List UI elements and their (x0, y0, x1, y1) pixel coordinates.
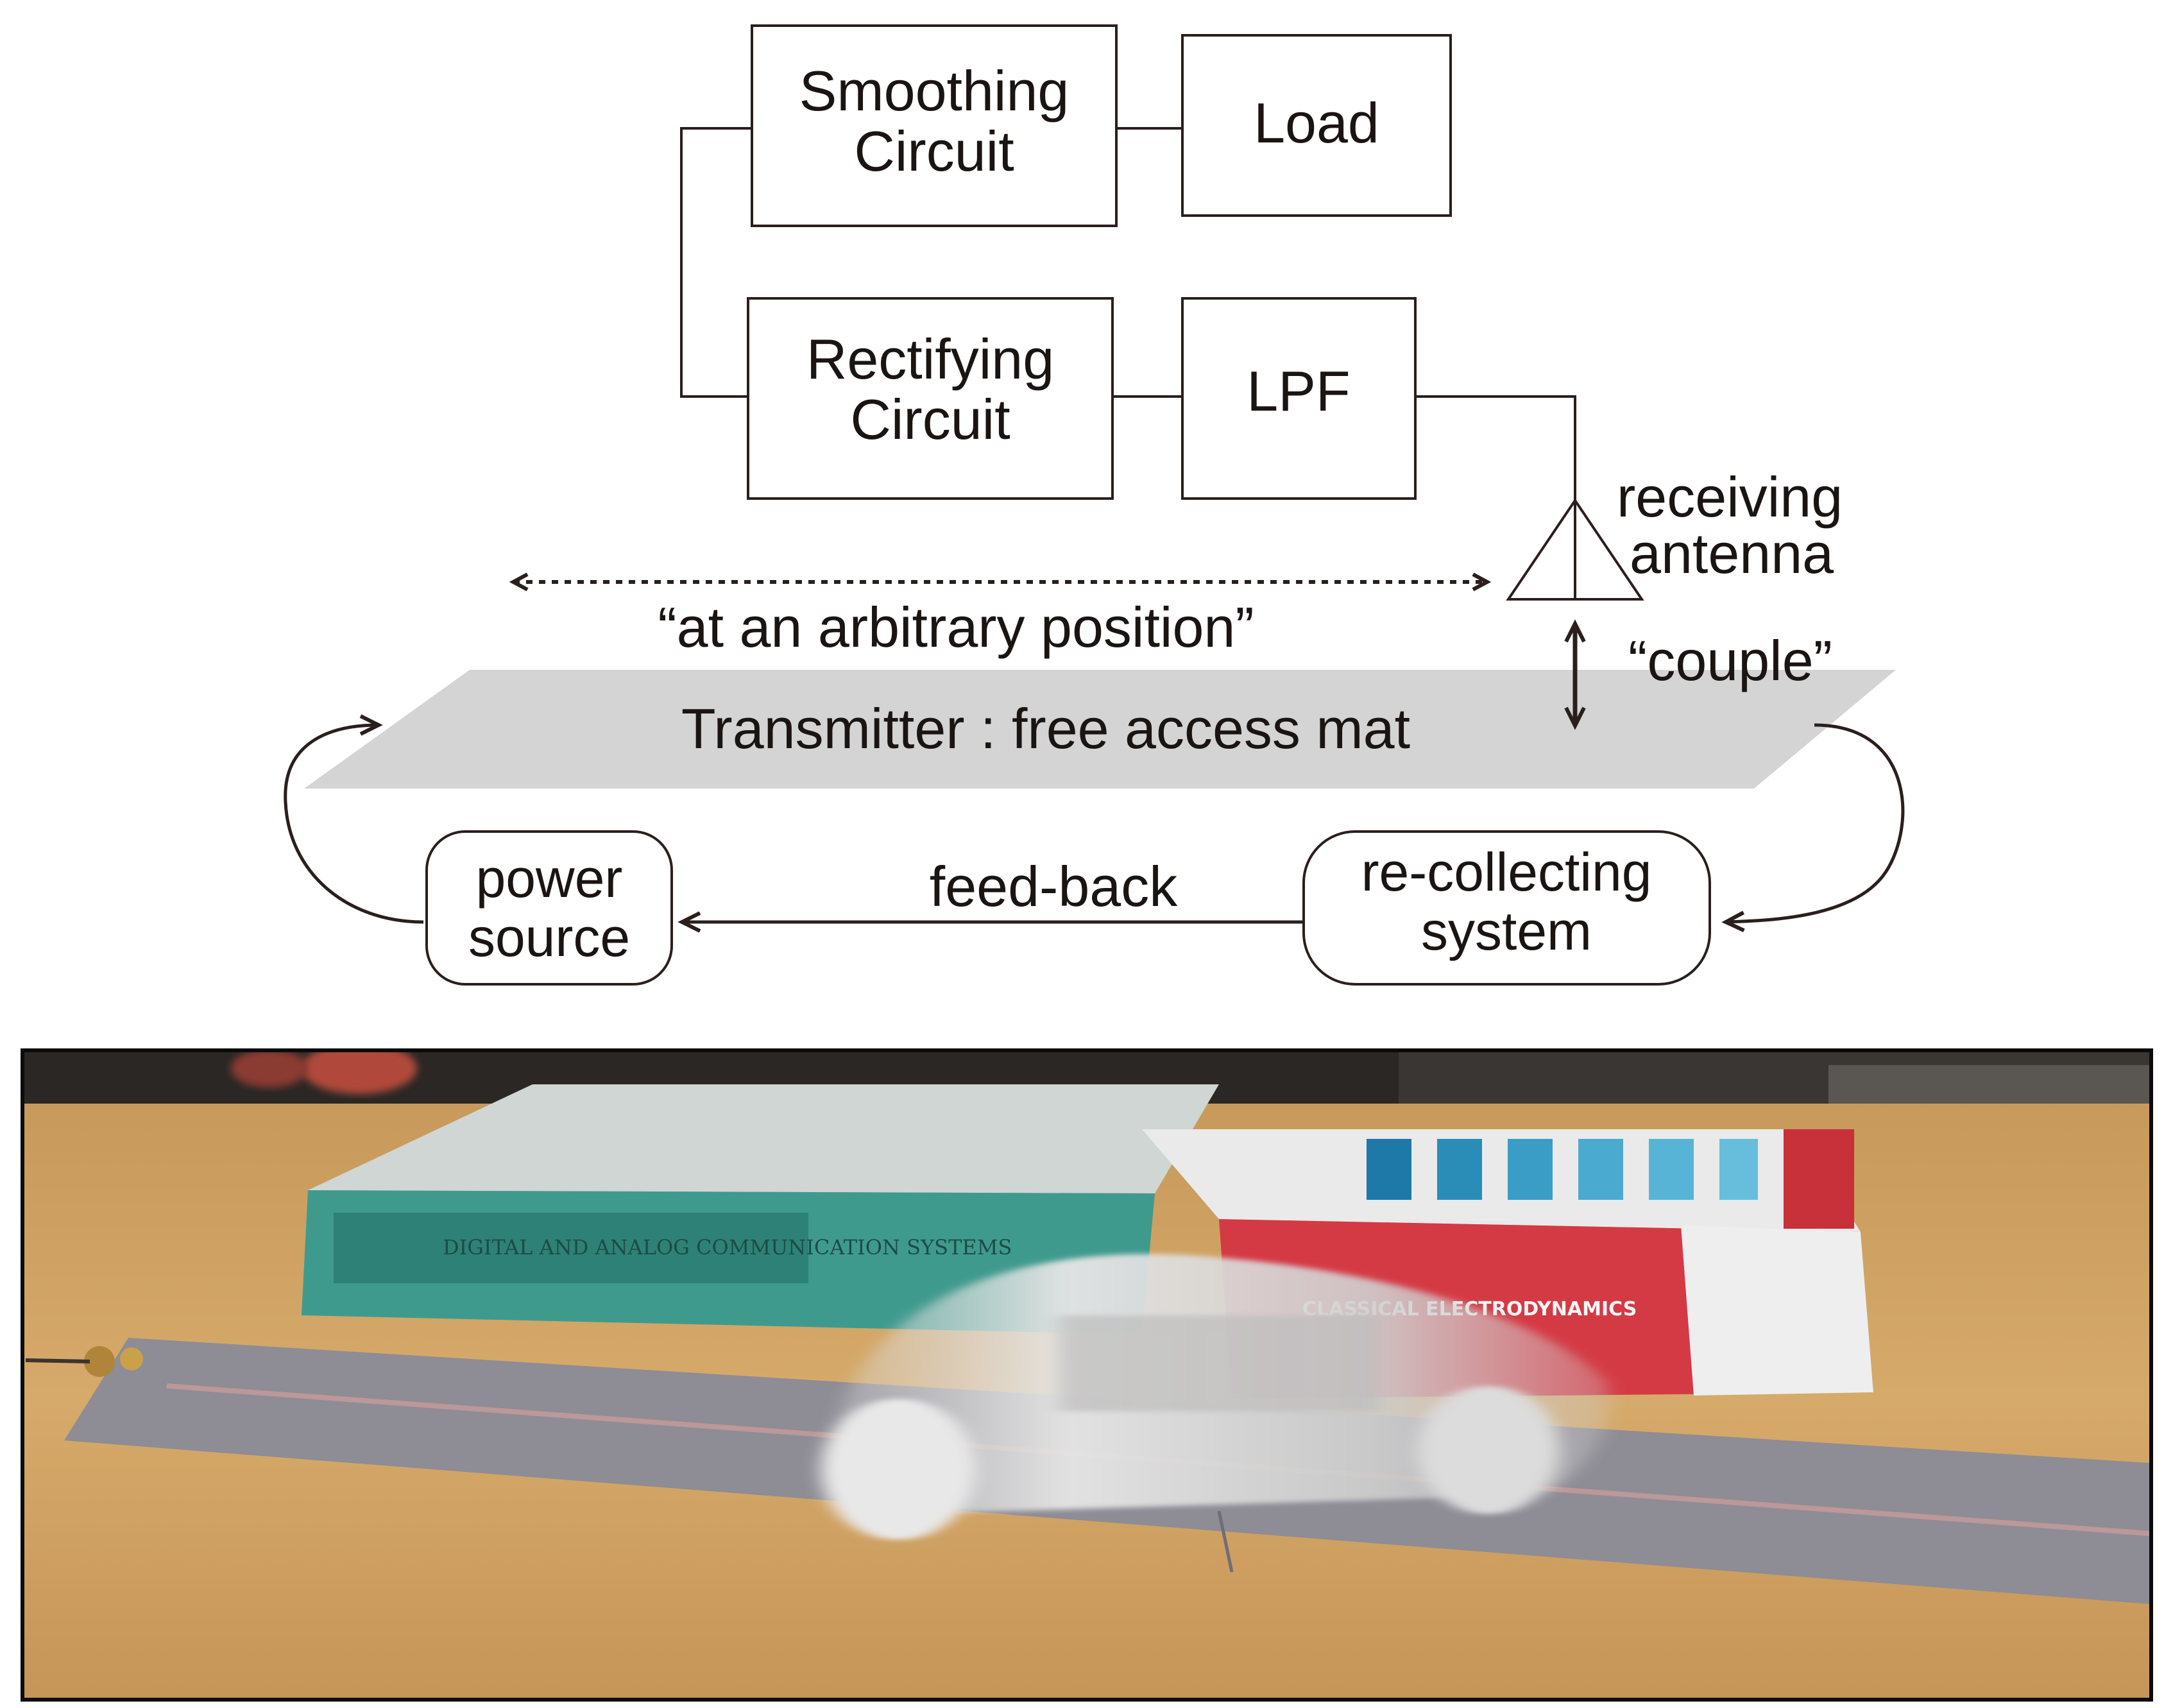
photo: DIGITAL AND ANALOG COMMUNICATION SYSTEMS… (21, 1048, 2153, 1702)
red-object (302, 1052, 417, 1094)
transmitter-mat (304, 670, 1896, 789)
power-line-2: source (468, 907, 630, 968)
receiving-line-2: antenna (1630, 522, 1834, 585)
feedback-label: feed-back (930, 855, 1178, 918)
smoothing-circuit-box (751, 24, 1118, 227)
smoothing-rectifying-connector (680, 127, 752, 398)
track-seam (1217, 1510, 1234, 1573)
recollecting-line-1: re-collecting (1361, 842, 1652, 902)
book-tile (1649, 1139, 1694, 1200)
connector-terminal-2 (120, 1347, 143, 1371)
lpf-label: LPF (1247, 359, 1350, 423)
lpf-antenna-connector (1415, 395, 1576, 599)
book-tile (1719, 1139, 1758, 1200)
book-right-tiles (1367, 1139, 1758, 1200)
antenna-icon (1506, 498, 1644, 601)
book-left-title: DIGITAL AND ANALOG COMMUNICATION SYSTEMS (443, 1235, 1012, 1260)
transmitter-label: Transmitter : free access mat (681, 697, 1410, 760)
book-left-top (308, 1084, 1219, 1193)
re-collecting-system-box (1302, 830, 1711, 986)
arbitrary-position-label: “at an arbitrary position” (658, 595, 1254, 659)
car-wheel-rear (1418, 1386, 1559, 1514)
power-line-1: power (476, 848, 623, 909)
book-tile (1578, 1139, 1623, 1200)
smoothing-line-1: Smoothing (799, 59, 1069, 123)
recollecting-line-2: system (1421, 901, 1592, 961)
load-box (1181, 34, 1452, 217)
book-tile (1437, 1139, 1482, 1200)
rectifying-circuit-box (747, 297, 1114, 500)
rectifying-line-2: Circuit (850, 388, 1010, 451)
book-tile (1367, 1139, 1411, 1200)
car-wheel-front (821, 1399, 975, 1540)
rectifying-line-1: Rectifying (806, 327, 1054, 391)
power-source-box (425, 830, 673, 986)
mat-to-recollecting-arrow (1721, 723, 1905, 932)
moving-car (821, 1254, 1610, 1540)
couple-label: “couple” (1628, 629, 1832, 692)
book-tile (1508, 1139, 1553, 1200)
car-frame (1059, 1315, 1379, 1412)
block-diagram (425, 24, 1711, 986)
connector-terminal (84, 1346, 115, 1377)
book-right-red-label (1784, 1129, 1854, 1229)
receiving-line-1: receiving (1617, 465, 1843, 529)
book-right-spine-white (1681, 1225, 1873, 1396)
smoothing-line-2: Circuit (854, 119, 1014, 183)
red-object-2 (231, 1052, 308, 1088)
book-left-title-bar (334, 1213, 808, 1283)
lpf-box (1181, 297, 1417, 500)
load-label: Load (1254, 91, 1379, 155)
power-to-mat-arrow (284, 714, 424, 924)
connector-wire (25, 1358, 90, 1363)
